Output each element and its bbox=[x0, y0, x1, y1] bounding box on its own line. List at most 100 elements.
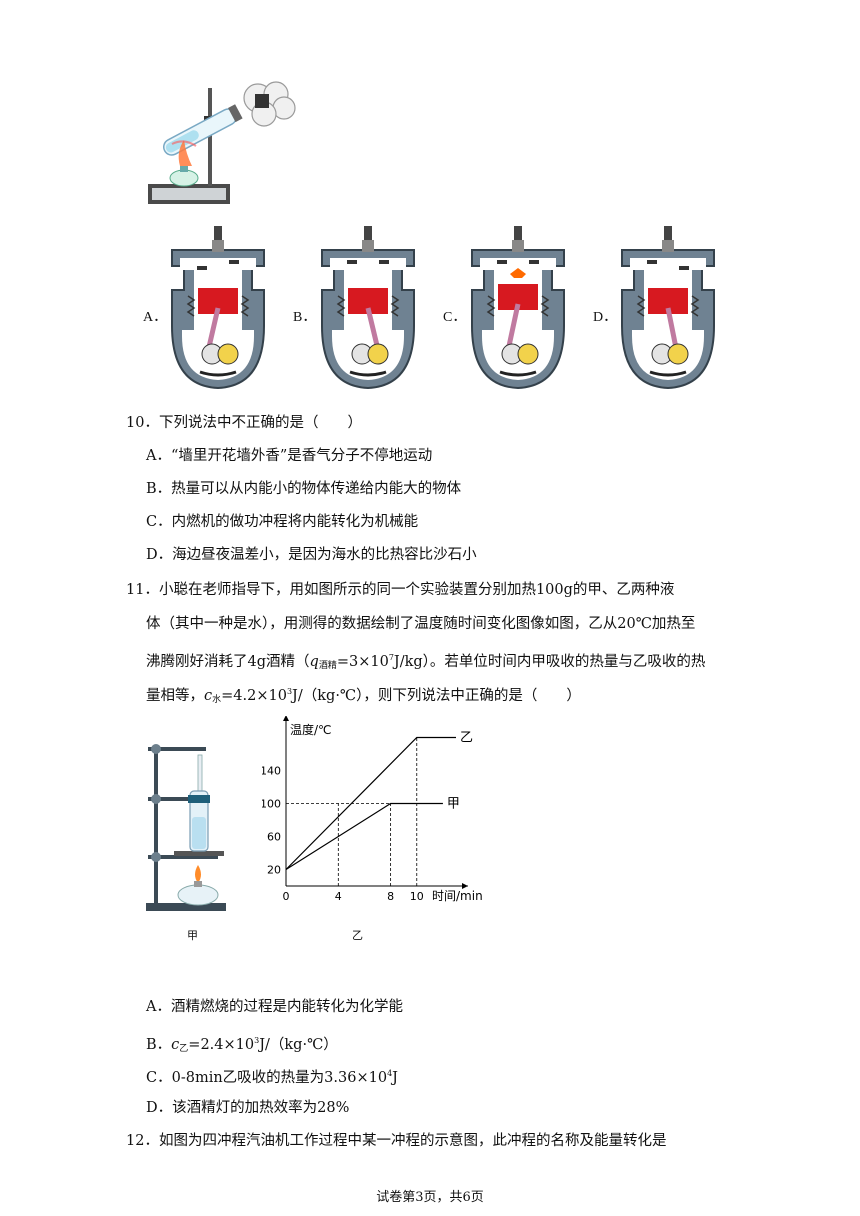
valve-spring-left bbox=[636, 295, 646, 317]
spark-plug-body bbox=[662, 240, 674, 252]
valve-spring-right bbox=[540, 295, 550, 317]
q11-option-b: B．c乙=2.4×103J/（kg·℃） bbox=[146, 1031, 338, 1059]
series-label-1: 甲 bbox=[447, 797, 460, 812]
q11-subscript-water: 水 bbox=[212, 695, 222, 705]
engine-option-d-label: D． bbox=[593, 310, 618, 325]
q11-line3-part-a: 沸腾刚好消耗了4g酒精（ bbox=[146, 654, 310, 670]
page-footer: 试卷第3页，共6页 bbox=[376, 1190, 484, 1205]
y-axis-label: 温度/℃ bbox=[290, 722, 332, 737]
q11-option-c: C．0-8min乙吸收的热量为3.36×104J bbox=[146, 1064, 398, 1088]
q11-option-b-suffix: J/（kg·℃） bbox=[259, 1037, 338, 1053]
figure-caption-right: 乙 bbox=[352, 929, 363, 942]
q11-line4-part-a: 量相等， bbox=[146, 688, 204, 704]
engine-diagram-b bbox=[321, 226, 415, 390]
engine-option-a-label: A． bbox=[143, 310, 168, 325]
q10-option-b: B．热量可以从内能小的物体传递给内能大的物体 bbox=[146, 481, 462, 497]
q11-stem-line1: 11．小聪在老师指导下，用如图所示的同一个实验装置分别加热100g的甲、乙两种液 bbox=[126, 582, 675, 598]
q11-symbol-c: c bbox=[204, 688, 213, 704]
valve-spring-left bbox=[336, 295, 346, 317]
y-axis-arrow bbox=[283, 716, 289, 721]
engine-head-cavity bbox=[180, 258, 256, 270]
q11-line4-part-b: =4.2×10 bbox=[221, 688, 287, 704]
rotation-arrow bbox=[349, 370, 387, 377]
rotation-arrow bbox=[499, 370, 537, 377]
q11-line4-part-c: J/（kg·℃），则下列说法中正确的是（ ） bbox=[292, 688, 581, 704]
intake-valve bbox=[497, 260, 507, 264]
y-tick-label-0: 20 bbox=[267, 864, 281, 877]
engine-diagram-d bbox=[621, 226, 715, 390]
flywheel bbox=[667, 343, 689, 365]
q10-option-c: C．内燃机的做功冲程将内能转化为机械能 bbox=[146, 514, 419, 530]
rotation-arrow bbox=[199, 370, 237, 377]
q11-stem-line2: 体（其中一种是水），用测得的数据绘制了温度随时间变化图像如图，乙从20℃加热至 bbox=[146, 616, 696, 632]
y-tick-label-1: 60 bbox=[267, 831, 281, 844]
q11-line3-part-b: =3×10 bbox=[336, 654, 389, 670]
engine-diagram-c bbox=[471, 226, 565, 390]
q11-option-b-subscript: 乙 bbox=[179, 1044, 189, 1054]
spark-flash bbox=[510, 268, 526, 278]
q11-option-d: D．该酒精灯的加热效率为28% bbox=[146, 1100, 350, 1116]
valve-spring-left bbox=[486, 295, 496, 317]
spark-plug-body bbox=[212, 240, 224, 252]
heating-apparatus-figure bbox=[146, 744, 226, 911]
series-label-0: 乙 bbox=[460, 731, 473, 746]
q11-option-a: A．酒精燃烧的过程是内能转化为化学能 bbox=[146, 999, 403, 1015]
engine-diagram-a bbox=[171, 226, 265, 390]
valve-spring-right bbox=[690, 295, 700, 317]
spark-plug bbox=[214, 226, 222, 240]
x-tick-label-1: 4 bbox=[335, 890, 342, 903]
rotation-arrow bbox=[649, 370, 687, 377]
q11-option-c-superscript: 4 bbox=[387, 1069, 393, 1078]
q11-option-b-prefix: B． bbox=[146, 1037, 172, 1053]
exhaust-valve bbox=[529, 260, 539, 264]
series-line-0 bbox=[285, 736, 456, 870]
exhaust-valve bbox=[229, 260, 239, 264]
x-axis-label: 时间/min bbox=[432, 889, 482, 903]
q11-stem-line4: 量相等，c水=4.2×103J/（kg·℃），则下列说法中正确的是（ ） bbox=[146, 682, 581, 710]
flywheel bbox=[367, 343, 389, 365]
engine-option-b-label: B． bbox=[293, 310, 317, 325]
exhaust-valve bbox=[679, 266, 689, 270]
intake-valve bbox=[197, 266, 207, 270]
q11-superscript-3: 3 bbox=[286, 687, 293, 696]
spark-plug-body bbox=[362, 240, 374, 252]
intake-valve bbox=[647, 260, 657, 264]
figure-caption-left: 甲 bbox=[187, 929, 198, 942]
y-tick-label-3: 140 bbox=[262, 765, 281, 778]
q11-option-b-superscript: 3 bbox=[254, 1036, 260, 1045]
q11-superscript-7: 7 bbox=[388, 653, 394, 662]
valve-spring-right bbox=[390, 295, 400, 317]
spark-plug bbox=[664, 226, 672, 240]
q11-symbol-q: q bbox=[309, 654, 319, 670]
x-tick-label-0: 0 bbox=[283, 890, 290, 903]
flywheel bbox=[217, 343, 239, 365]
q11-option-b-middle: =2.4×10 bbox=[188, 1037, 255, 1053]
q11-line3-part-c: J/kg）。若单位时间内甲吸收的热量与乙吸收的热 bbox=[393, 654, 706, 670]
x-tick-label-3: 10 bbox=[410, 890, 424, 903]
engine-head-cavity bbox=[630, 258, 706, 270]
spark-plug bbox=[364, 226, 372, 240]
q11-option-b-symbol-c: c bbox=[171, 1037, 180, 1053]
flywheel bbox=[517, 343, 539, 365]
q10-option-d: D．海边昼夜温差小，是因为海水的比热容比沙石小 bbox=[146, 547, 477, 563]
exhaust-valve bbox=[379, 260, 389, 264]
q10-option-a: A．“墙里开花墙外香”是香气分子不停地运动 bbox=[146, 448, 433, 464]
series-line-1 bbox=[285, 802, 443, 871]
intake-valve bbox=[347, 260, 357, 264]
q11-option-c-suffix: J bbox=[392, 1070, 398, 1086]
test-tube-heating-figure bbox=[148, 81, 296, 204]
spark-plug-body bbox=[512, 240, 524, 252]
q12-stem: 12．如图为四冲程汽油机工作过程中某一冲程的示意图，此冲程的名称及能量转化是 bbox=[126, 1133, 667, 1149]
valve-spring-right bbox=[240, 295, 250, 317]
valve-spring-left bbox=[186, 295, 196, 317]
q10-stem: 10．下列说法中不正确的是（ ） bbox=[126, 415, 362, 431]
q11-option-c-prefix: C．0-8min乙吸收的热量为3.36×10 bbox=[146, 1070, 388, 1086]
engine-option-c-label: C． bbox=[443, 310, 467, 325]
x-tick-label-2: 8 bbox=[387, 890, 394, 903]
engine-head-cavity bbox=[330, 258, 406, 270]
spark-plug bbox=[514, 226, 522, 240]
q11-subscript-alcohol: 酒精 bbox=[318, 661, 337, 671]
x-axis-arrow bbox=[462, 883, 468, 889]
q11-stem-line3: 沸腾刚好消耗了4g酒精（q酒精=3×107J/kg）。若单位时间内甲吸收的热量与… bbox=[146, 648, 705, 676]
